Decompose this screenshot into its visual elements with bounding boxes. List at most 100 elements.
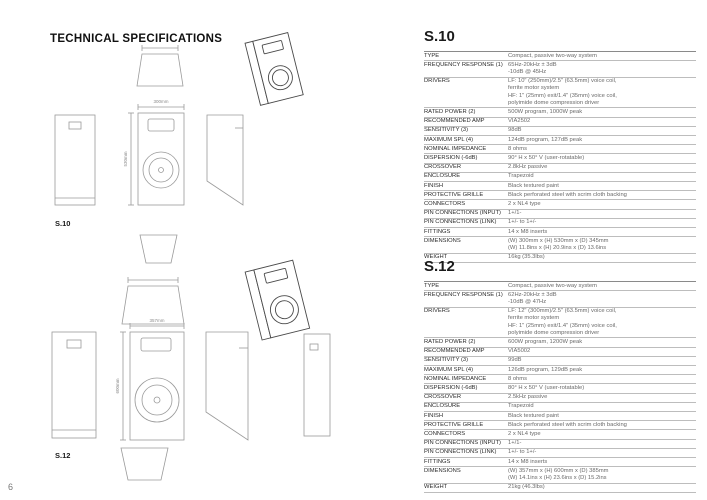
spec-label: DRIVERS <box>424 308 450 315</box>
spec-row: DRIVERS LF: 12" (300mm)/2.5" (63.5mm) voi… <box>424 308 696 339</box>
spec-label: CROSSOVER <box>424 164 462 171</box>
spec-value: 600W program, 1200W peak <box>508 338 583 345</box>
spec-value: 21kg (46.3lbs) <box>508 484 545 491</box>
spec-value: 14 x M8 inserts <box>508 458 548 465</box>
spec-label: TYPE <box>424 52 440 59</box>
s12-front-view-drawing <box>120 323 185 441</box>
s12-height-dimension-label: 600mm <box>115 378 120 393</box>
spec-value: 16kg (35.3lbs) <box>508 254 545 261</box>
spec-value: 1+/- to 1+/- <box>508 449 537 456</box>
s10-perspective-view-drawing <box>244 32 304 106</box>
spec-label: RATED POWER (2) <box>424 338 476 345</box>
spec-label: NOMINAL IMPEDANCE <box>424 145 487 152</box>
s12-drawings-cluster: 357mm 600mm S.12 <box>38 252 383 492</box>
spec-label: CONNECTORS <box>424 200 466 207</box>
spec-label: WEIGHT <box>424 254 448 261</box>
spec-label: PROTECTIVE GRILLE <box>424 191 484 198</box>
spec-value: 99dB <box>508 357 522 364</box>
s10-drawing-label: S.10 <box>55 219 70 228</box>
spec-row: DIMENSIONS (W) 300mm x (H) 530mm x (D) 34… <box>424 237 696 254</box>
spec-row: CROSSOVER 2.8kHz passive <box>424 164 696 173</box>
s12-panel-view-drawing <box>303 333 331 437</box>
s10-rear-view-drawing <box>54 114 96 206</box>
spec-label: CROSSOVER <box>424 394 462 401</box>
spec-row: NOMINAL IMPEDANCE 8 ohms <box>424 145 696 155</box>
spec-value: Black perforated steel with scrim cloth … <box>508 191 627 198</box>
spec-value: 2.8kHz passive <box>508 164 548 171</box>
spec-row: RATED POWER (2) 600W program, 1200W peak <box>424 338 696 348</box>
s10-side-view-drawing <box>206 114 244 206</box>
s10-drawings-cluster: 300mm 530mm S.10 <box>38 18 373 268</box>
spec-label: FITTINGS <box>424 228 451 235</box>
spec-label: FREQUENCY RESPONSE (1) <box>424 61 503 68</box>
s10-top-view-drawing <box>136 45 184 87</box>
spec-row: FREQUENCY RESPONSE (1) 65Hz-20kHz ± 3dB-1… <box>424 61 696 78</box>
s12-top-view-drawing <box>121 277 185 325</box>
spec-row: PIN CONNECTIONS (LINK)1+/- to 1+/- <box>424 219 696 229</box>
spec-row: SENSITIVITY (3) 99dB <box>424 357 696 367</box>
spec-value: 65Hz-20kHz ± 3dB-10dB @ 45Hz <box>508 61 557 75</box>
spec-row: PIN CONNECTIONS (LINK) 1+/- to 1+/- <box>424 449 696 459</box>
spec-value: Compact, passive two-way system <box>508 282 597 289</box>
spec-value: Compact, passive two-way system <box>508 52 597 59</box>
spec-value: VIA5002 <box>508 348 531 355</box>
spec-row: WEIGHT 21kg (46.3lbs) <box>424 484 696 493</box>
spec-value: Black perforated steel with scrim cloth … <box>508 421 627 428</box>
spec-label: CONNECTORS <box>424 430 466 437</box>
spec-row: DISPERSION (-6dB)90° H x 50° V (user-rot… <box>424 154 696 164</box>
spec-value: 14 x M8 inserts <box>508 228 548 235</box>
spec-label: RATED POWER (2) <box>424 108 476 115</box>
spec-row: CROSSOVER 2.5kHz passive <box>424 394 696 403</box>
s12-drawing-label: S.12 <box>55 451 70 460</box>
spec-label: DISPERSION (-6dB) <box>424 384 478 391</box>
spec-value: 8 ohms <box>508 145 528 152</box>
spec-value: 1+/1- <box>508 440 522 447</box>
spec-label: PIN CONNECTIONS (LINK) <box>424 449 497 456</box>
model-title-s12: S.12 <box>424 258 455 275</box>
spec-value: 124dB program, 127dB peak <box>508 136 583 143</box>
s12-side-view-drawing <box>205 331 249 441</box>
spec-value: (W) 300mm x (H) 530mm x (D) 345mm(W) 11.… <box>508 237 609 251</box>
spec-value: 80° H x 50° V (user-rotatable) <box>508 384 585 391</box>
spec-label: SENSITIVITY (3) <box>424 357 469 364</box>
spec-label: MAXIMUM SPL (4) <box>424 136 474 143</box>
spec-row: SENSITIVITY (3)98dB <box>424 127 696 137</box>
spec-label: SENSITIVITY (3) <box>424 127 469 134</box>
spec-value: LF: 10" (250mm)/2.5" (63.5mm) voice coil… <box>508 78 617 106</box>
spec-label: FREQUENCY RESPONSE (1) <box>424 291 503 298</box>
spec-row: PIN CONNECTIONS (INPUT) 1+/1- <box>424 440 696 449</box>
spec-value: 2 x NL4 type <box>508 430 541 437</box>
spec-value: Trapezoid <box>508 173 534 180</box>
spec-label: PIN CONNECTIONS (INPUT) <box>424 440 501 447</box>
spec-label: WEIGHT <box>424 484 448 491</box>
spec-value: VIA2502 <box>508 118 531 125</box>
spec-value: 2.5kHz passive <box>508 394 548 401</box>
spec-row: PROTECTIVE GRILLE Black perforated steel … <box>424 191 696 201</box>
spec-value: LF: 12" (300mm)/2.5" (63.5mm) voice coil… <box>508 308 617 336</box>
model-title-s10: S.10 <box>424 28 455 45</box>
spec-value: 1+/- to 1+/- <box>508 219 537 226</box>
spec-label: FINISH <box>424 182 444 189</box>
s10-drawings: 300mm 530mm S.10 <box>54 32 304 264</box>
spec-row: FITTINGS 14 x M8 inserts <box>424 228 696 238</box>
spec-row: MAXIMUM SPL (4) 124dB program, 127dB peak <box>424 136 696 146</box>
spec-label: DIMENSIONS <box>424 237 461 244</box>
spec-row: DIMENSIONS(W) 357mm x (H) 600mm x (D) 38… <box>424 467 696 484</box>
s10-height-dimension-label: 530mm <box>123 151 128 166</box>
s12-rear-view-drawing <box>51 331 97 439</box>
spec-row: MAXIMUM SPL (4)126dB program, 129dB peak <box>424 366 696 376</box>
s10-front-view-drawing <box>128 104 185 206</box>
spec-label: DRIVERS <box>424 78 450 85</box>
spec-label: PIN CONNECTIONS (INPUT) <box>424 210 501 217</box>
